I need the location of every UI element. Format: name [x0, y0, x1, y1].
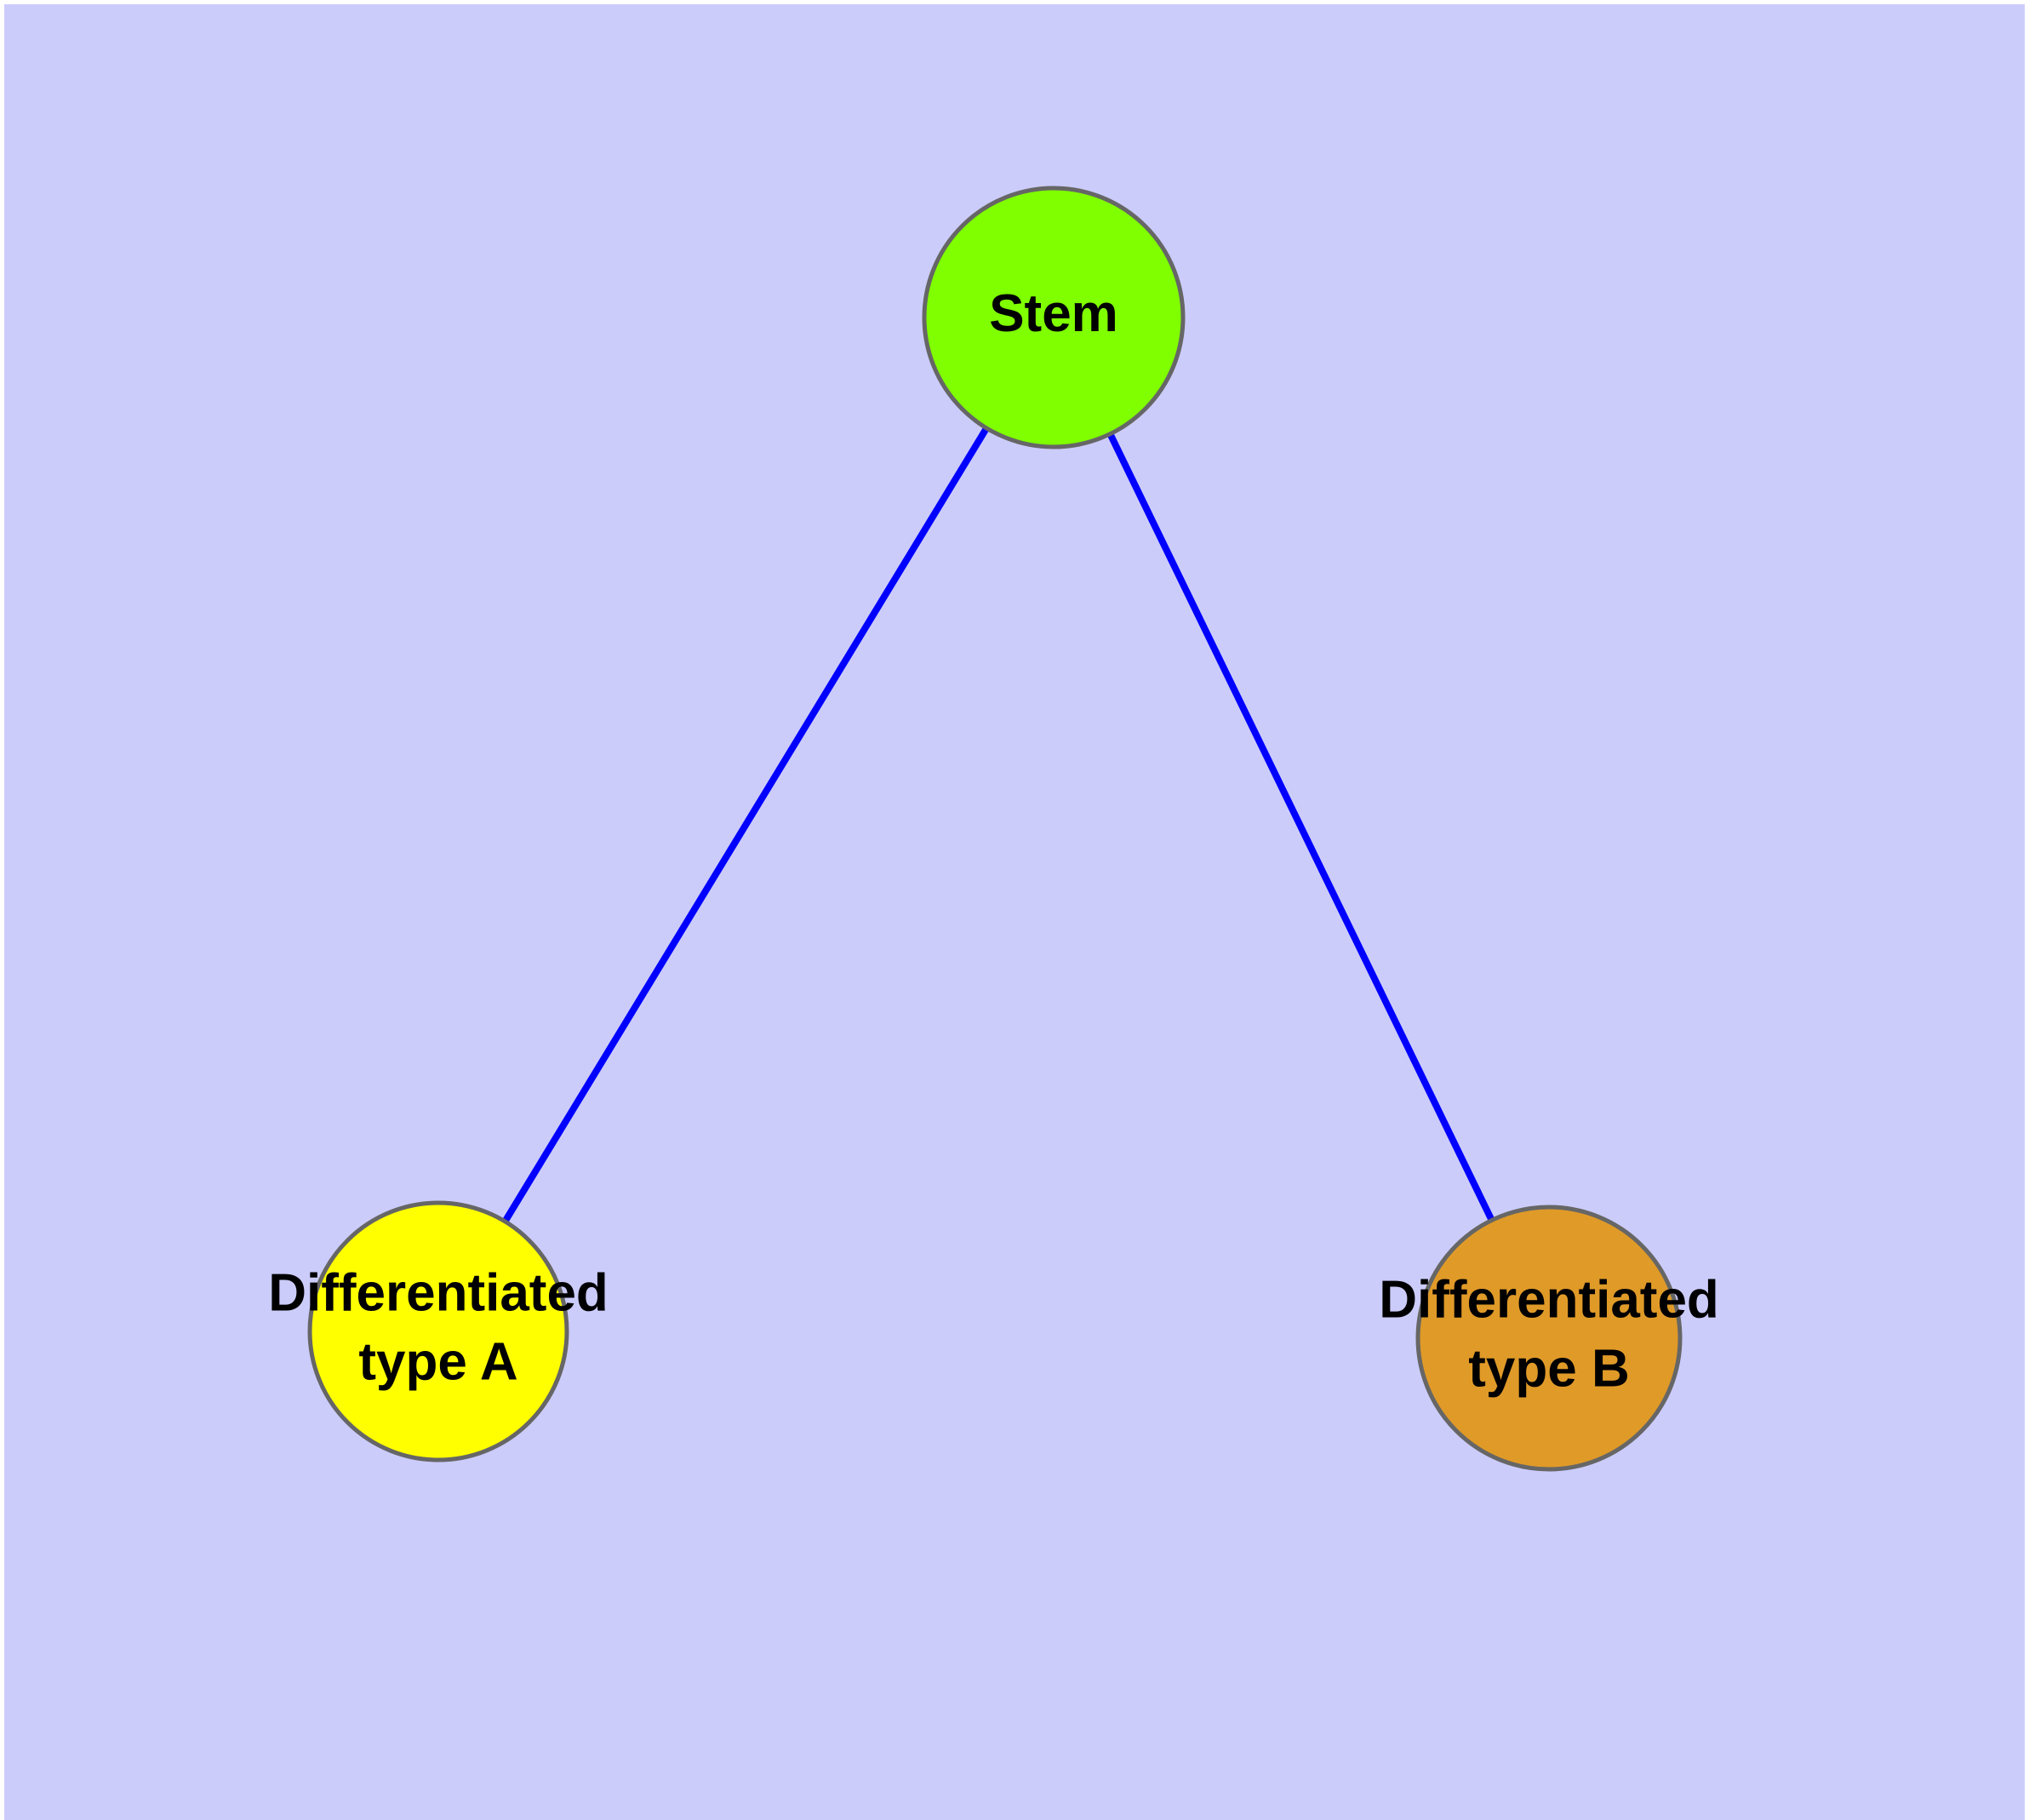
graph-node-label-line: type B — [1468, 1340, 1629, 1399]
graph-node-label-line: Stem — [989, 284, 1118, 343]
edges-layer — [502, 426, 1495, 1223]
graph-edge — [1107, 432, 1495, 1222]
graph-node-label-diff-b: Differentiated type B — [1379, 1271, 1719, 1399]
graph-node-label-stem: Stem — [989, 284, 1118, 343]
graph-node-diff-a[interactable] — [307, 1200, 569, 1462]
graph-node-label-line: Differentiated — [268, 1264, 609, 1323]
graph-node-label-line: Differentiated — [1379, 1271, 1719, 1330]
graph-node-diff-b[interactable] — [1415, 1205, 1683, 1472]
graph-node-stem[interactable] — [922, 186, 1186, 449]
nodes-layer — [307, 186, 1683, 1472]
graph-node-label-line: type A — [358, 1333, 517, 1392]
graph-node-label-diff-a: Differentiated type A — [268, 1264, 609, 1392]
graph-edge — [502, 426, 990, 1223]
